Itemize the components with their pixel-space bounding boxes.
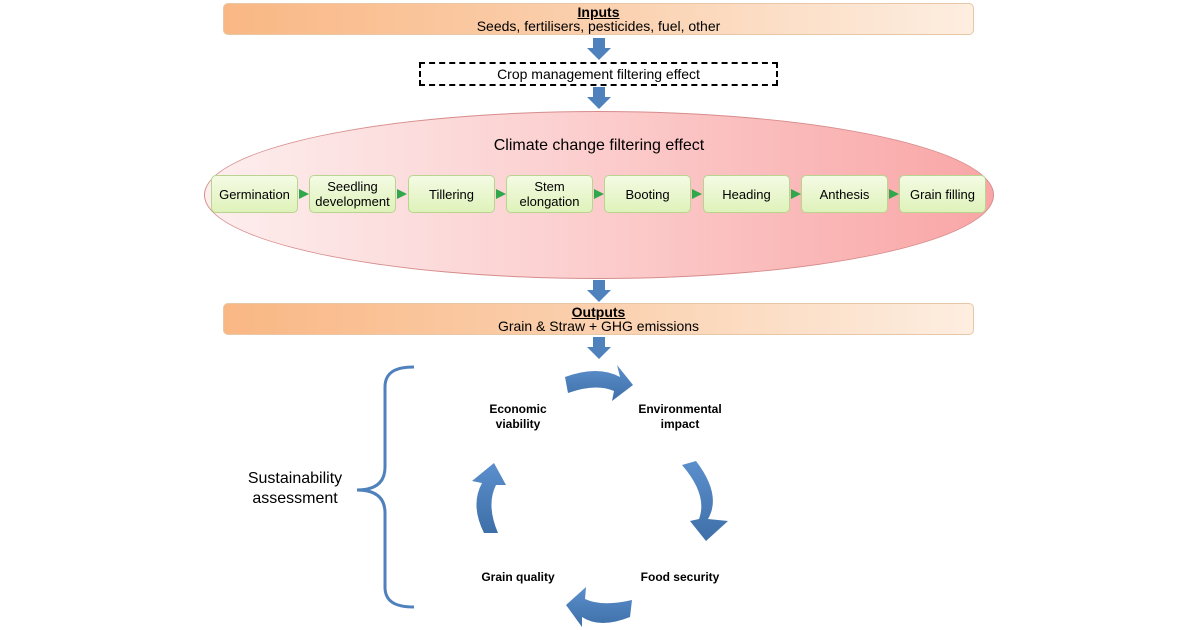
stage-label: Germination [219, 186, 290, 202]
outputs-title: Outputs [571, 304, 626, 320]
pillar-grain-quality: Grain quality [468, 570, 568, 585]
flow-arrow-icon [587, 87, 611, 109]
flow-arrow-icon [587, 38, 611, 60]
inputs-title: Inputs [577, 4, 620, 20]
stage-label: development [315, 194, 390, 209]
pillar-label: Environmental [638, 402, 722, 416]
pillar-economic-viability: Economic viability [468, 402, 568, 432]
stage-arrow-icon [692, 189, 702, 199]
flow-arrow-icon [587, 280, 611, 302]
stage-label: Heading [722, 186, 771, 202]
stage-arrow-icon [594, 189, 604, 199]
flow-arrow-icon [587, 337, 611, 359]
outputs-subtitle: Grain & Straw + GHG emissions [497, 318, 700, 334]
stage-label: elongation [519, 194, 580, 209]
outputs-box: Outputs Grain & Straw + GHG emissions [223, 303, 974, 335]
stage-label: Tillering [428, 186, 475, 202]
crop-management-label: Crop management filtering effect [497, 66, 700, 82]
stage-label: Grain filling [909, 186, 976, 202]
sustainability-assessment-label: Sustainability assessment [236, 469, 354, 509]
stage-tillering: Tillering [408, 175, 495, 213]
pillar-food-security: Food security [625, 570, 735, 585]
cycle-arrow-left-icon [472, 463, 506, 533]
climate-change-title: Climate change filtering effect [493, 137, 705, 154]
curly-brace-icon [356, 365, 415, 609]
inputs-box: Inputs Seeds, fertilisers, pesticides, f… [223, 3, 974, 35]
stage-anthesis: Anthesis [801, 175, 888, 213]
stage-label: Seedling [327, 179, 378, 194]
sustainability-label-line2: assessment [252, 490, 338, 507]
stage-arrow-icon [791, 189, 801, 199]
stage-booting: Booting [604, 175, 691, 213]
cycle-arrow-bottom-icon [566, 587, 632, 627]
stage-arrow-icon [496, 189, 506, 199]
sustainability-label-line1: Sustainability [247, 470, 343, 487]
pillar-label: Grain quality [481, 570, 555, 584]
pillar-label: impact [660, 417, 700, 431]
stage-seedling-development: Seedling development [309, 175, 396, 213]
cycle-arrow-top-icon [565, 365, 633, 401]
cycle-arrows [472, 365, 728, 627]
stage-heading: Heading [703, 175, 790, 213]
inputs-subtitle: Seeds, fertilisers, pesticides, fuel, ot… [476, 18, 721, 34]
pillar-label: viability [495, 417, 541, 431]
pillar-label: Food security [640, 570, 720, 584]
stage-label: Stem [534, 179, 565, 194]
pillar-label: Economic [489, 402, 547, 416]
stage-arrow-icon [299, 189, 309, 199]
stage-germination: Germination [211, 175, 298, 213]
stage-grain-filling: Grain filling [899, 175, 986, 213]
stage-arrow-icon [397, 189, 407, 199]
cycle-arrow-right-icon [682, 461, 728, 541]
stage-arrow-icon [889, 189, 899, 199]
pillar-environmental-impact: Environmental impact [620, 402, 740, 432]
crop-management-filter: Crop management filtering effect [419, 62, 778, 86]
stage-label: Booting [625, 186, 670, 202]
stage-stem-elongation: Stem elongation [506, 175, 593, 213]
stage-label: Anthesis [819, 186, 870, 202]
